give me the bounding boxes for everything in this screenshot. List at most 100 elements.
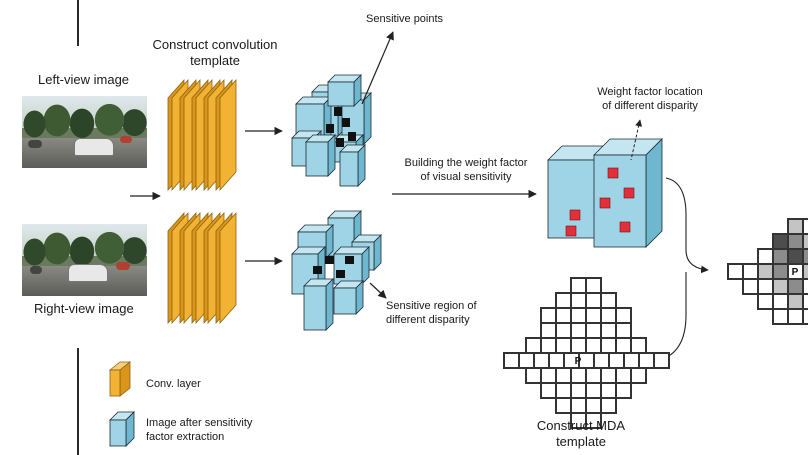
mda-cell bbox=[555, 367, 572, 384]
legend-conv-label: Conv. layer bbox=[146, 378, 201, 390]
mda-cell bbox=[555, 322, 572, 339]
box-side bbox=[357, 144, 366, 187]
output-cell bbox=[802, 278, 808, 295]
weight-location-label: Weight factor location of different disp… bbox=[597, 86, 703, 112]
mda-cell bbox=[540, 367, 557, 384]
weight-factor-blocks bbox=[547, 138, 663, 248]
mda-cell bbox=[525, 367, 542, 384]
sensitive-region-hole bbox=[325, 256, 334, 264]
conv-stack-top bbox=[167, 78, 237, 192]
mda-cell bbox=[570, 382, 587, 399]
sensitive-point-hole bbox=[342, 118, 350, 127]
output-cell bbox=[787, 218, 804, 235]
output-cell bbox=[757, 278, 774, 295]
mda-cell bbox=[570, 397, 587, 414]
mda-cell bbox=[585, 322, 602, 339]
sensitivity-block bbox=[305, 134, 336, 177]
output-cell bbox=[757, 248, 774, 265]
output-cell bbox=[787, 278, 804, 295]
box-front bbox=[305, 141, 329, 177]
output-cell bbox=[757, 263, 774, 280]
mda-cell bbox=[570, 322, 587, 339]
mda-cell bbox=[585, 382, 602, 399]
mda-cell bbox=[630, 337, 647, 354]
sensitive-red-cell bbox=[623, 187, 635, 199]
sensitive-points-label: Sensitive points bbox=[366, 13, 444, 25]
mda-cell bbox=[615, 367, 632, 384]
left-view-label: Left-view image bbox=[38, 72, 130, 87]
output-cell bbox=[742, 263, 759, 280]
sensitivity-block bbox=[339, 144, 366, 187]
construct-conv-label: Construct convolution template bbox=[152, 37, 278, 69]
box-side bbox=[325, 278, 334, 331]
mda-cell bbox=[600, 367, 617, 384]
output-cell bbox=[742, 278, 759, 295]
mda-cell bbox=[555, 397, 572, 414]
mda-cell bbox=[525, 337, 542, 354]
output-cell bbox=[787, 308, 804, 325]
weight-location-pointer bbox=[630, 119, 643, 161]
output-cell bbox=[802, 248, 808, 265]
mda-cell bbox=[570, 307, 587, 324]
mda-cell bbox=[548, 352, 565, 369]
mda-cell bbox=[600, 322, 617, 339]
left-view-image bbox=[22, 96, 147, 168]
mda-cell bbox=[638, 352, 655, 369]
sensitive-red-cell bbox=[565, 225, 577, 237]
mda-cell bbox=[600, 382, 617, 399]
box-front bbox=[547, 159, 599, 239]
box-front bbox=[109, 419, 127, 447]
legend-image-after-icon bbox=[109, 411, 135, 447]
sensitive-red-cell bbox=[599, 197, 611, 209]
box-front bbox=[333, 287, 357, 315]
output-cell bbox=[802, 308, 808, 325]
output-cell bbox=[727, 263, 744, 280]
mda-cell bbox=[593, 352, 610, 369]
mda-cell bbox=[615, 382, 632, 399]
sensitive-region-pointer bbox=[369, 282, 387, 299]
mda-cell bbox=[623, 352, 640, 369]
mda-cell bbox=[503, 352, 520, 369]
sensitivity-block bbox=[327, 74, 362, 107]
mda-cell bbox=[585, 307, 602, 324]
box-side bbox=[361, 246, 370, 285]
mda-cell bbox=[653, 352, 670, 369]
sensitive-region-hole bbox=[345, 256, 354, 264]
output-cell bbox=[772, 263, 789, 280]
sensitive-region-hole bbox=[336, 270, 345, 278]
mda-cell bbox=[540, 307, 557, 324]
mda-cell bbox=[615, 307, 632, 324]
output-cell bbox=[772, 248, 789, 265]
top-divider-line bbox=[77, 0, 79, 46]
bottom-divider-line bbox=[77, 348, 79, 455]
mda-cell bbox=[533, 352, 550, 369]
mda-cell bbox=[615, 337, 632, 354]
box-side bbox=[327, 134, 336, 177]
output-cell bbox=[757, 293, 774, 310]
output-cell bbox=[802, 263, 808, 280]
mda-cell bbox=[585, 337, 602, 354]
sensitive-red-cell bbox=[619, 221, 631, 233]
output-cell bbox=[772, 308, 789, 325]
conv-plate bbox=[215, 211, 237, 325]
box-side bbox=[645, 138, 663, 248]
output-cell bbox=[772, 293, 789, 310]
mda-cell bbox=[608, 352, 625, 369]
mda-cell bbox=[585, 412, 602, 429]
mda-cell bbox=[600, 337, 617, 354]
sensitive-region-cluster bbox=[291, 210, 382, 331]
right-view-label: Right-view image bbox=[34, 301, 134, 316]
output-cell bbox=[802, 218, 808, 235]
mda-cell bbox=[570, 337, 587, 354]
building-weight-label: Building the weight factor of visual sen… bbox=[404, 157, 528, 183]
sensitive-red-cell bbox=[607, 167, 619, 179]
mda-to-output-curve bbox=[659, 272, 687, 361]
mda-cell bbox=[585, 277, 602, 294]
mda-cell bbox=[585, 292, 602, 309]
mda-cell bbox=[585, 397, 602, 414]
sensitivity-block bbox=[297, 224, 334, 259]
mda-cell bbox=[555, 307, 572, 324]
mda-cell bbox=[555, 337, 572, 354]
mda-cell bbox=[600, 307, 617, 324]
mda-cell bbox=[570, 292, 587, 309]
